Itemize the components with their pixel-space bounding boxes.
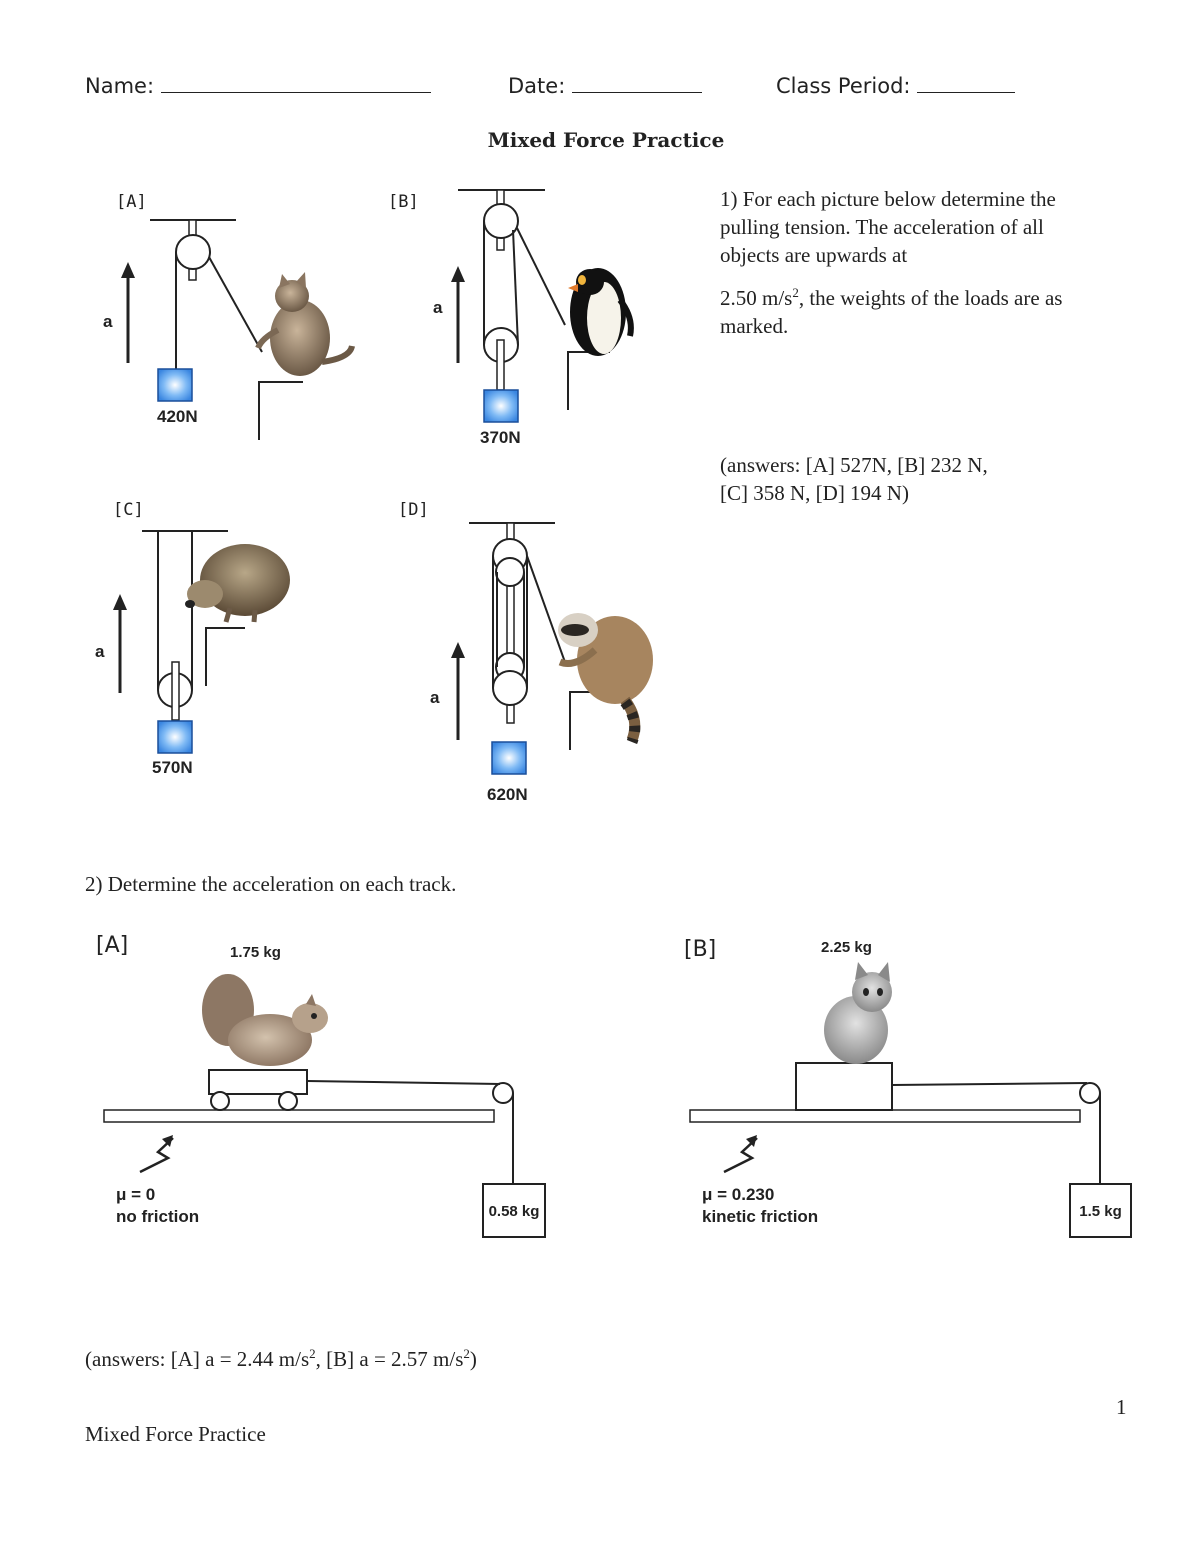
- q2-answers-mid: , [B] a = 2.57 m/s: [315, 1347, 464, 1371]
- figure-b-weight: 370N: [480, 428, 521, 447]
- q2-answers-exp2: 2: [463, 1346, 470, 1361]
- track-a-mu: μ = 0: [116, 1185, 156, 1204]
- q1-line2: pulling tension. The acceleration of all: [720, 215, 1044, 239]
- figure-a-accel-label: a: [103, 312, 113, 331]
- period-label: Class Period:: [776, 74, 911, 98]
- figure-d-label: [D]: [398, 500, 429, 520]
- q1-line1: 1) For each picture below determine the: [720, 187, 1056, 211]
- period-field[interactable]: Class Period:: [776, 74, 1016, 98]
- q2-answers-prefix: (answers: [A] a = 2.44 m/s: [85, 1347, 310, 1371]
- q1-accel-exp: 2: [792, 285, 799, 300]
- period-blank[interactable]: [917, 90, 1016, 93]
- tabby-cat-image: [824, 962, 892, 1064]
- pulley-figure-d: [451, 522, 653, 775]
- track-a-friction-label: no friction: [116, 1207, 200, 1226]
- hedgehog-image: [185, 544, 290, 623]
- q1-answers-line1: (answers: [A] 527N, [B] 232 N,: [720, 453, 988, 477]
- squirrel-image: [202, 974, 328, 1066]
- name-field[interactable]: Name:: [85, 74, 431, 98]
- page-title: Mixed Force Practice: [487, 128, 725, 152]
- question-1: 1) For each picture below determine the …: [720, 185, 1140, 340]
- page-number: 1: [1116, 1395, 1127, 1419]
- pulley-figure-b: [451, 189, 634, 423]
- track-b-label: [B]: [684, 937, 717, 962]
- name-label: Name:: [85, 74, 155, 98]
- q1-accel-value: 2.50 m/s: [720, 286, 793, 310]
- footer-title: Mixed Force Practice: [85, 1422, 266, 1446]
- track-a-mass: 1.75 kg: [230, 944, 281, 961]
- q2-answers-suffix: ): [469, 1347, 477, 1371]
- figure-d-weight: 620N: [487, 785, 528, 804]
- date-field[interactable]: Date:: [508, 74, 702, 98]
- figure-c-accel-label: a: [95, 642, 105, 661]
- track-b-friction-label: kinetic friction: [702, 1207, 819, 1226]
- track-b-friction: μ = 0.230 kinetic friction: [702, 1184, 818, 1228]
- track-figure-a: [103, 974, 546, 1238]
- track-a-friction: μ = 0 no friction: [116, 1184, 199, 1228]
- q2-answers: (answers: [A] a = 2.44 m/s2, [B] a = 2.5…: [85, 1340, 477, 1373]
- penguin-image: [568, 268, 634, 356]
- figure-d-accel-label: a: [430, 688, 440, 707]
- track-figure-b: [689, 962, 1132, 1238]
- track-a-label: [A]: [96, 933, 129, 958]
- track-b-mu: μ = 0.230: [702, 1185, 775, 1204]
- track-a-hanging-mass: 0.58 kg: [488, 1203, 540, 1220]
- date-blank[interactable]: [571, 90, 702, 93]
- q2-answers-exp1: 2: [309, 1346, 316, 1361]
- track-b-mass: 2.25 kg: [821, 939, 872, 956]
- q1-answers: (answers: [A] 527N, [B] 232 N, [C] 358 N…: [720, 451, 1140, 507]
- question-2: 2) Determine the acceleration on each tr…: [85, 872, 457, 896]
- track-b-hanging-mass: 1.5 kg: [1079, 1203, 1122, 1220]
- date-label: Date:: [508, 74, 566, 98]
- figure-a-label: [A]: [116, 192, 147, 212]
- pulley-figure-a: [121, 219, 355, 440]
- figure-c-weight: 570N: [152, 758, 193, 777]
- raccoon-image: [558, 613, 653, 745]
- figure-a-weight: 420N: [157, 407, 198, 426]
- figure-b-accel-label: a: [433, 298, 443, 317]
- q1-line3: objects are upwards at: [720, 243, 908, 267]
- figure-c-label: [C]: [113, 500, 144, 520]
- figure-b-label: [B]: [388, 192, 419, 212]
- name-blank[interactable]: [160, 90, 431, 93]
- q1-line4-rest: , the weights of the loads are as: [798, 286, 1063, 310]
- pulley-figure-c: [113, 530, 290, 754]
- q1-line5: marked.: [720, 314, 789, 338]
- q1-answers-line2: [C] 358 N, [D] 194 N): [720, 481, 909, 505]
- q1-line4: 2.50 m/s2, the weights of the loads are …: [720, 279, 1140, 312]
- cat-image: [255, 272, 355, 376]
